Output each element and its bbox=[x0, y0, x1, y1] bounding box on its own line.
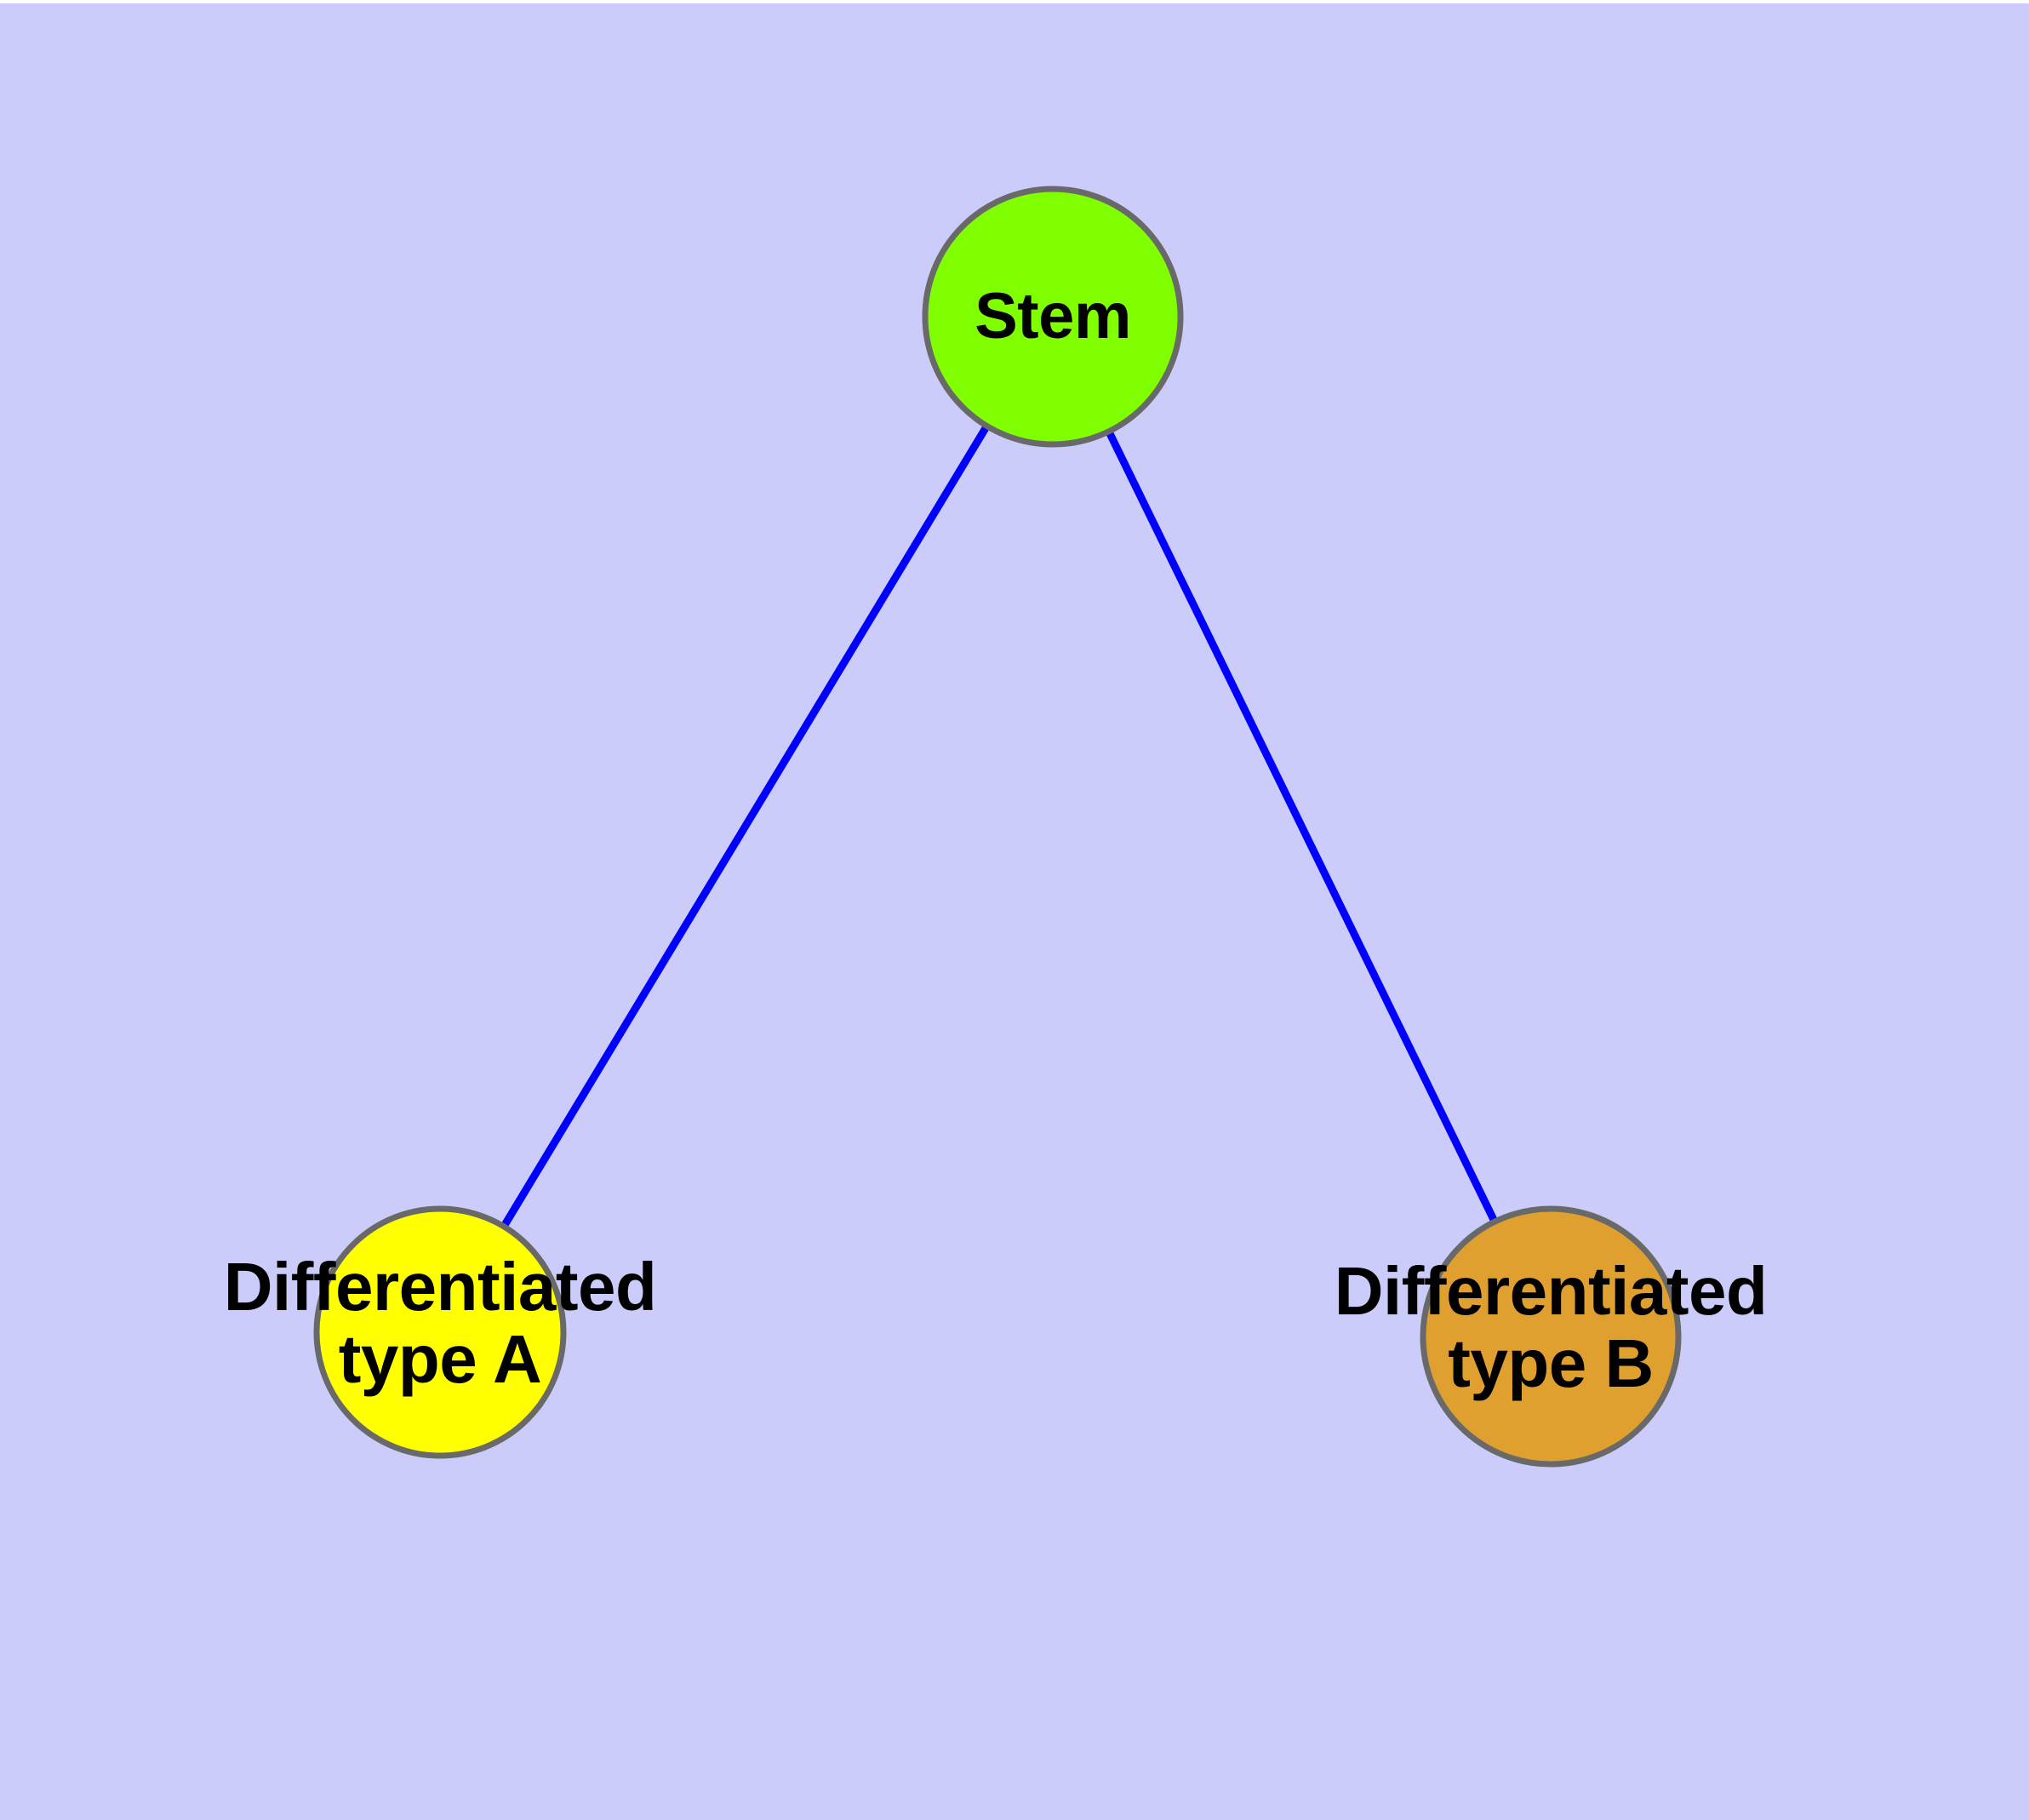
node-circle-differentiated-type-b[interactable] bbox=[1420, 1205, 1682, 1468]
node-circle-stem[interactable] bbox=[922, 186, 1184, 448]
edge-stem-to-type-a bbox=[437, 314, 1056, 1335]
edge-stem-to-type-b bbox=[1049, 315, 1555, 1338]
node-circle-differentiated-type-a[interactable] bbox=[313, 1205, 567, 1459]
